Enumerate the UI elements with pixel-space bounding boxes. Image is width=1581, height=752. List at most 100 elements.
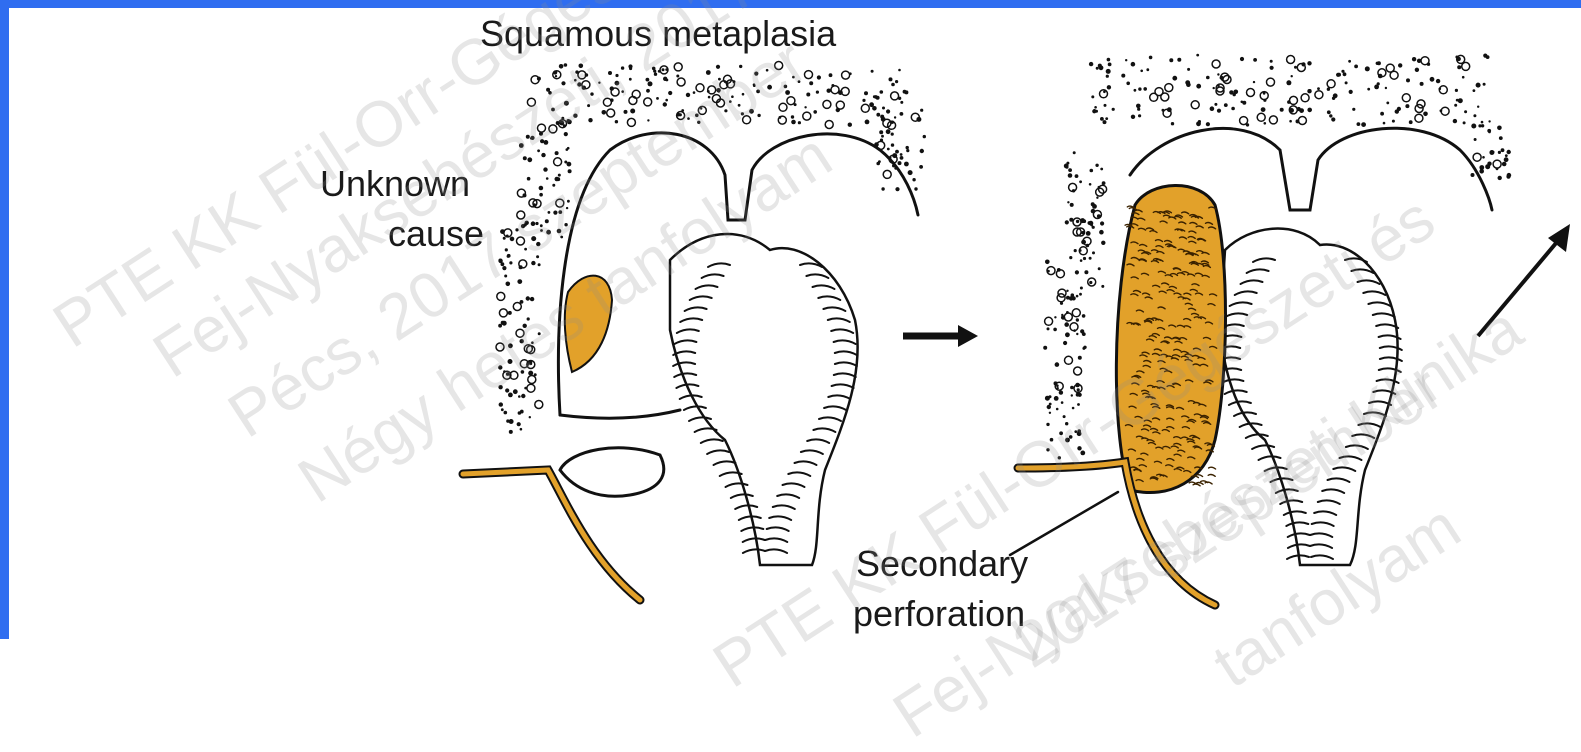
stipple-dot bbox=[707, 90, 710, 93]
stipple-dot bbox=[1406, 78, 1410, 82]
stipple-dot bbox=[517, 211, 525, 219]
hatch-stroke bbox=[1310, 533, 1332, 537]
stipple-dot bbox=[1046, 448, 1049, 451]
stipple-dot bbox=[1143, 87, 1147, 91]
hatch-stroke bbox=[823, 307, 845, 311]
left-stipple bbox=[496, 62, 926, 434]
stipple-dot bbox=[798, 121, 801, 124]
stipple-dot bbox=[508, 343, 513, 348]
stipple-dot bbox=[1080, 259, 1083, 262]
hatch-stroke bbox=[777, 494, 799, 498]
stipple-dot bbox=[588, 118, 592, 122]
stipple-dot bbox=[553, 211, 557, 215]
stipple-dot bbox=[1501, 148, 1505, 152]
hatch-stroke bbox=[690, 296, 712, 300]
stipple-dot bbox=[891, 92, 899, 100]
stipple-dot bbox=[912, 178, 915, 181]
stipple-dot bbox=[558, 210, 562, 214]
stipple-dot bbox=[904, 162, 909, 167]
stipple-dot bbox=[1061, 401, 1064, 404]
stipple-dot bbox=[1089, 183, 1092, 186]
hatch-stroke bbox=[707, 450, 729, 454]
stipple-dot bbox=[1398, 63, 1402, 67]
stipple-dot bbox=[874, 95, 878, 99]
stipple-dot bbox=[1361, 122, 1366, 127]
stipple-dot bbox=[524, 387, 527, 390]
stipple-dot bbox=[1079, 249, 1082, 252]
stipple-dot bbox=[831, 84, 834, 87]
stipple-dot bbox=[579, 64, 584, 69]
stipple-dot bbox=[895, 150, 899, 154]
stipple-dot bbox=[785, 90, 790, 95]
stipple-dot bbox=[1069, 435, 1073, 439]
stipple-dot bbox=[585, 73, 589, 77]
stipple-dot bbox=[1386, 64, 1394, 72]
hatch-stroke bbox=[834, 340, 856, 344]
stipple-dot bbox=[1083, 346, 1086, 349]
hatch-stroke bbox=[813, 428, 835, 432]
stipple-dot bbox=[1172, 76, 1177, 81]
stipple-dot bbox=[1365, 66, 1370, 71]
stipple-dot bbox=[665, 99, 668, 102]
stipple-dot bbox=[1498, 176, 1502, 180]
stipple-dot bbox=[557, 229, 562, 234]
stipple-dot bbox=[648, 81, 653, 86]
stipple-dot bbox=[526, 135, 530, 139]
stipple-dot bbox=[1134, 89, 1137, 92]
stipple-dot bbox=[505, 248, 508, 251]
stipple-dot bbox=[662, 68, 665, 71]
stipple-dot bbox=[552, 184, 555, 187]
stipple-dot bbox=[1210, 106, 1215, 111]
hatch-stroke bbox=[834, 373, 856, 377]
stipple-dot bbox=[919, 165, 923, 169]
stipple-dot bbox=[1357, 122, 1361, 126]
stipple-dot bbox=[817, 75, 821, 79]
stipple-dot bbox=[1104, 104, 1107, 107]
stipple-dot bbox=[1077, 446, 1081, 450]
stipple-dot bbox=[1294, 66, 1297, 69]
stipple-dot bbox=[1479, 169, 1484, 174]
stipple-dot bbox=[1054, 316, 1056, 318]
hatch-stroke bbox=[702, 274, 724, 278]
stipple-dot bbox=[1185, 80, 1190, 85]
stipple-dot bbox=[861, 104, 869, 112]
stipple-dot bbox=[629, 78, 632, 81]
stipple-dot bbox=[653, 70, 656, 73]
stipple-dot bbox=[1177, 58, 1181, 62]
stipple-dot bbox=[1471, 124, 1476, 129]
stipple-dot bbox=[708, 86, 716, 94]
stipple-dot bbox=[914, 187, 917, 190]
stipple-dot bbox=[1089, 62, 1093, 66]
stipple-dot bbox=[567, 200, 570, 203]
stipple-dot bbox=[1069, 256, 1072, 259]
stipple-dot bbox=[607, 109, 615, 117]
stipple-dot bbox=[1121, 74, 1125, 78]
stipple-dot bbox=[779, 116, 782, 119]
hatch-stroke bbox=[1225, 313, 1247, 317]
stipple-dot bbox=[1471, 173, 1475, 177]
stipple-dot bbox=[1084, 270, 1088, 274]
stipple-dot bbox=[647, 119, 649, 121]
left-attic-outline bbox=[558, 133, 918, 415]
stipple-dot bbox=[1068, 168, 1072, 172]
stipple-dot bbox=[1474, 138, 1477, 141]
stipple-dot bbox=[1502, 162, 1507, 167]
stipple-dot bbox=[1415, 68, 1419, 72]
stipple-dot bbox=[519, 143, 524, 148]
stipple-dot bbox=[1106, 75, 1109, 78]
stipple-dot bbox=[566, 148, 569, 151]
stipple-dot bbox=[900, 112, 904, 116]
stipple-dot bbox=[523, 156, 527, 160]
hatch-stroke bbox=[1314, 511, 1336, 515]
stipple-dot bbox=[503, 370, 506, 373]
stipple-dot bbox=[536, 255, 539, 258]
stipple-dot bbox=[1049, 412, 1051, 414]
stipple-dot bbox=[1169, 58, 1173, 62]
stipple-dot bbox=[1093, 109, 1096, 112]
stipple-dot bbox=[521, 370, 525, 374]
stipple-dot bbox=[1100, 117, 1104, 121]
stipple-dot bbox=[1106, 69, 1111, 74]
stipple-dot bbox=[1056, 408, 1059, 411]
stipple-dot bbox=[646, 89, 650, 93]
stipple-dot bbox=[573, 114, 577, 118]
